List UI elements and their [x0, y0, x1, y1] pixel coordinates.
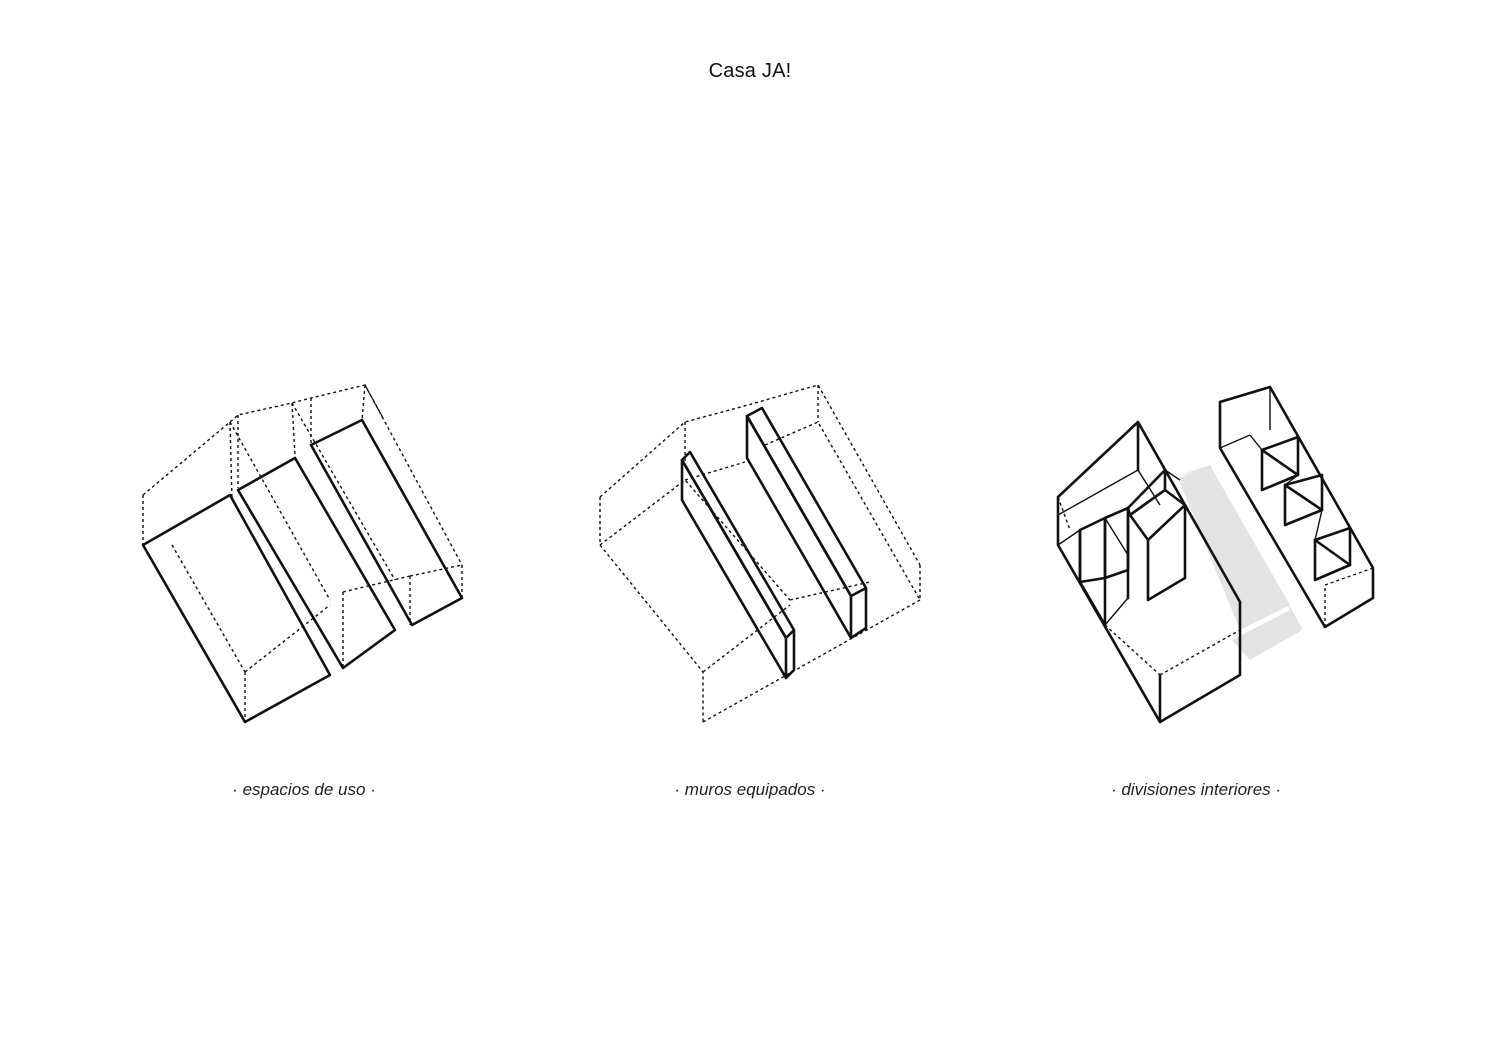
equipped-wall-2 [745, 406, 868, 640]
diagram-divisiones-interiores [1056, 385, 1375, 724]
house-envelope-dashed [142, 384, 463, 722]
space-box-living [141, 493, 332, 724]
space-box-right [309, 418, 464, 627]
house-block-right [1218, 385, 1375, 629]
caption-espacios-de-uso: · espacios de uso · [232, 780, 376, 799]
diagram-espacios-de-uso [141, 384, 464, 724]
interior-partition-left [1078, 506, 1130, 627]
page-title: Casa JA! [708, 60, 792, 82]
interior-partition-center [1104, 468, 1187, 626]
space-box-middle [236, 456, 397, 670]
caption-muros-equipados: · muros equipados · [674, 780, 826, 799]
equipped-wall-1 [680, 450, 796, 680]
house-envelope-dashed-2 [599, 384, 921, 723]
caption-divisiones-interiores: · divisiones interiores · [1110, 780, 1282, 799]
diagram-muros-equipados [599, 384, 921, 723]
